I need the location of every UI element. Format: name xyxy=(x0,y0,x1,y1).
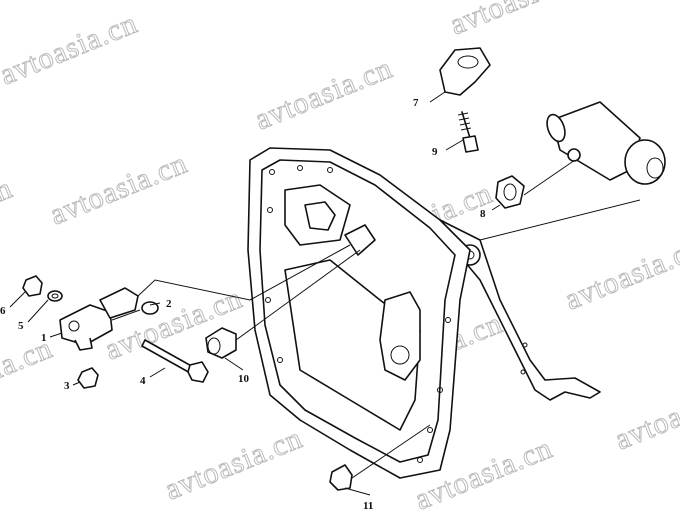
watermark: avtoasia.cn xyxy=(445,0,592,41)
part-4-bolt xyxy=(141,339,209,383)
callout-4: 4 xyxy=(140,375,146,387)
watermark: avtoasia.cn xyxy=(610,372,680,457)
callout-numbers: 1 2 3 4 5 6 7 8 9 10 11 xyxy=(0,97,486,511)
mounting-holes xyxy=(265,165,528,463)
callout-11: 11 xyxy=(363,500,373,511)
master-cylinder xyxy=(546,101,666,185)
part-1-valve-body xyxy=(59,304,113,351)
pedal-box-bracket xyxy=(247,147,528,479)
part-2-seal-ring xyxy=(141,301,159,315)
part-9-screw xyxy=(457,111,479,153)
watermark: avtoasia.cn xyxy=(0,7,142,92)
watermark: avtoasia.cn xyxy=(250,52,397,137)
callout-8: 8 xyxy=(480,208,486,220)
part-10-grommet xyxy=(205,327,237,359)
watermark: avtoasia.cn xyxy=(0,172,17,257)
watermark: avtoasia.cn xyxy=(45,147,192,232)
callout-9: 9 xyxy=(432,146,438,158)
callout-3: 3 xyxy=(64,380,70,392)
watermark: avtoasia.cn xyxy=(0,332,57,417)
part-8-grommet xyxy=(495,175,525,209)
switch-cylinder xyxy=(99,287,139,319)
callout-10: 10 xyxy=(238,373,250,385)
part-5-washer xyxy=(47,290,63,302)
part-3-nut xyxy=(77,367,99,389)
part-11-clip xyxy=(329,464,353,491)
watermark: avtoasia.cn xyxy=(160,422,307,507)
leader-lines xyxy=(9,91,641,496)
callout-2: 2 xyxy=(166,298,172,310)
callout-6: 6 xyxy=(0,305,6,317)
callout-5: 5 xyxy=(18,320,24,332)
callout-7: 7 xyxy=(413,97,419,109)
callout-1: 1 xyxy=(41,332,47,344)
part-6-nut xyxy=(22,275,43,297)
watermark: avtoasia.cn xyxy=(560,232,680,317)
part-7-clamp xyxy=(439,47,491,96)
